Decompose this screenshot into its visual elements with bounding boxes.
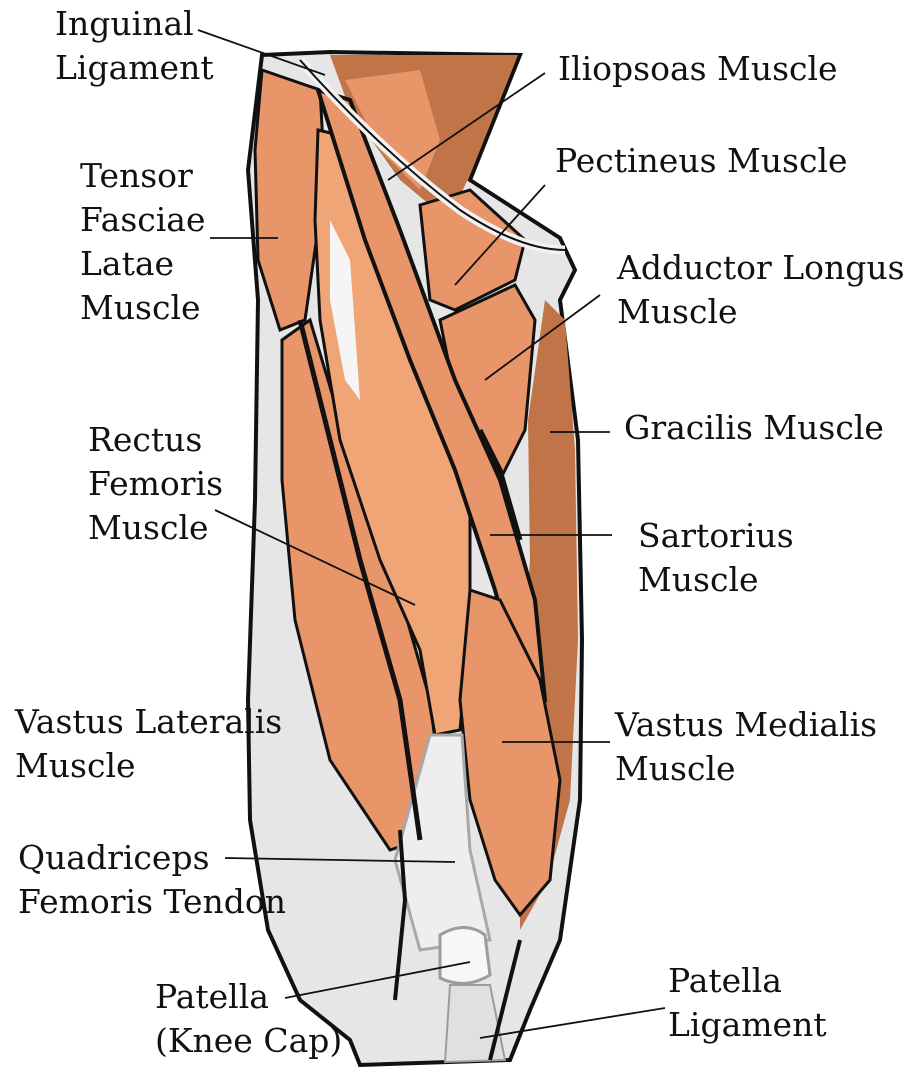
label-vastus-lateralis: Vastus Lateralis Muscle [15,700,282,788]
label-adductor-longus: Adductor Longus Muscle [617,246,905,334]
label-iliopsoas: Iliopsoas Muscle [558,47,838,91]
patella-shape [440,928,490,984]
label-line: Muscle [617,290,905,334]
label-line: Femoris Tendon [18,880,286,924]
label-line: Iliopsoas Muscle [558,47,838,91]
label-line: Muscle [80,286,206,330]
label-line: Muscle [88,506,223,550]
label-gracilis: Gracilis Muscle [624,406,884,450]
label-line: Tensor [80,154,206,198]
label-line: Gracilis Muscle [624,406,884,450]
label-line: Patella [668,959,827,1003]
label-vastus-medialis: Vastus Medialis Muscle [615,703,877,791]
label-sartorius: Sartorius Muscle [638,514,794,602]
label-line: Vastus Lateralis [15,700,282,744]
label-line: Adductor Longus [617,246,905,290]
label-line: Muscle [615,747,877,791]
label-line: Latae [80,242,206,286]
label-line: Quadriceps [18,836,286,880]
label-tensor-fasciae-latae: Tensor Fasciae Latae Muscle [80,154,206,330]
label-patella: Patella (Knee Cap) [155,975,342,1063]
label-line: Ligament [55,46,214,90]
label-line: Patella [155,975,342,1019]
label-line: Pectineus Muscle [555,139,848,183]
label-pectineus: Pectineus Muscle [555,139,848,183]
label-line: Muscle [638,558,794,602]
label-line: Vastus Medialis [615,703,877,747]
label-inguinal-ligament: Inguinal Ligament [55,2,214,90]
label-line: Sartorius [638,514,794,558]
label-line: Ligament [668,1003,827,1047]
label-quadriceps-tendon: Quadriceps Femoris Tendon [18,836,286,924]
label-line: Inguinal [55,2,214,46]
label-line: Femoris [88,462,223,506]
label-line: Rectus [88,418,223,462]
label-line: (Knee Cap) [155,1019,342,1063]
label-line: Fasciae [80,198,206,242]
label-patella-ligament: Patella Ligament [668,959,827,1047]
label-line: Muscle [15,744,282,788]
label-rectus-femoris: Rectus Femoris Muscle [88,418,223,550]
